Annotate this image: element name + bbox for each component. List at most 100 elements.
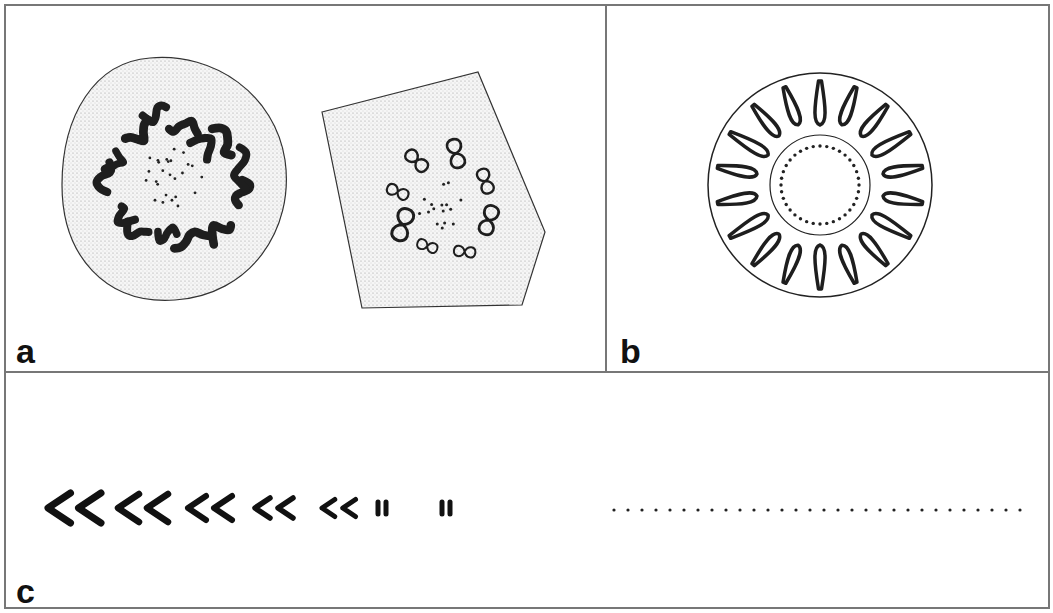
- microchromosome: [812, 222, 815, 225]
- ring-outline: [708, 73, 932, 297]
- chromosome: [234, 147, 246, 188]
- microchromosome: [805, 220, 808, 223]
- microchromosome: [440, 204, 443, 207]
- divider: [5, 371, 1049, 373]
- bivalent: [385, 182, 410, 201]
- bivalent: [416, 238, 439, 254]
- chromosome-arm: [869, 129, 912, 160]
- microchromosome: [836, 508, 839, 511]
- chromosome: [837, 243, 860, 284]
- divider: [605, 5, 607, 372]
- microchromosome: [785, 164, 788, 167]
- microchromosome: [818, 222, 821, 225]
- microchromosome: [165, 158, 168, 161]
- chromosome-pair: [118, 494, 139, 522]
- microchromosome: [432, 207, 435, 210]
- chromosome: [717, 191, 758, 208]
- chromosome-arm: [857, 102, 890, 139]
- bivalent: [453, 245, 476, 258]
- microchromosome: [948, 508, 951, 511]
- microchromosome: [418, 212, 421, 215]
- bivalent-loop: [453, 245, 476, 258]
- microchromosome: [852, 164, 855, 167]
- microchromosome: [766, 508, 769, 511]
- panel-letter: c: [16, 574, 35, 608]
- chromosome-pair: [214, 496, 232, 520]
- chromosome-arm: [780, 86, 803, 127]
- panel-letter: b: [620, 334, 641, 368]
- chromosome-arm: [869, 211, 912, 242]
- microchromosome: [808, 508, 811, 511]
- microchromosome: [191, 164, 194, 167]
- microchromosome: [430, 203, 433, 206]
- chromosome: [727, 129, 770, 160]
- chromosome-pair: [448, 502, 453, 514]
- chromosome-pair: [440, 502, 445, 514]
- microchromosome: [200, 176, 203, 179]
- microchromosome: [838, 150, 841, 153]
- microchromosome: [173, 148, 176, 151]
- bivalent: [403, 147, 430, 174]
- chromosome: [780, 243, 803, 284]
- chromosome: [749, 102, 782, 139]
- chromosome-pair: [343, 500, 356, 517]
- chromosome-arm: [749, 102, 782, 139]
- microchromosome: [724, 508, 727, 511]
- microchromosome: [799, 150, 802, 153]
- microchromosome: [443, 222, 446, 225]
- microchromosome: [857, 190, 860, 193]
- microchromosome: [161, 201, 164, 204]
- microchromosome: [738, 508, 741, 511]
- chromosome-arm: [837, 243, 860, 284]
- microchromosome: [165, 194, 168, 197]
- chromosome-pair: [278, 498, 293, 518]
- chromosome-arm: [727, 211, 770, 242]
- microchromosome: [934, 508, 937, 511]
- chromosome: [815, 245, 825, 289]
- microchromosome: [850, 508, 853, 511]
- microchromosome: [779, 183, 782, 186]
- chromosome: [117, 206, 135, 223]
- chromosome-arm: [882, 191, 923, 208]
- chromosomes: [48, 81, 1022, 523]
- microchromosome: [452, 222, 455, 225]
- microchromosome: [780, 508, 783, 511]
- microchromosome: [612, 508, 615, 511]
- microchromosome: [857, 177, 860, 180]
- microchromosome: [194, 191, 197, 194]
- microchromosome: [848, 158, 851, 161]
- panel-letter: a: [16, 334, 35, 368]
- microchromosome: [788, 158, 791, 161]
- microchromosome: [780, 177, 783, 180]
- microchromosome: [174, 177, 177, 180]
- microchromosome: [696, 508, 699, 511]
- chromosome-arm: [780, 243, 803, 284]
- chromosome: [882, 162, 923, 179]
- microchromosome: [793, 213, 796, 216]
- microchromosome: [187, 163, 190, 166]
- microchromosome: [182, 151, 185, 154]
- bivalent: [476, 167, 496, 195]
- chromosome-arm: [857, 231, 890, 268]
- chromosome-pair: [79, 493, 102, 523]
- cell-outline: [62, 57, 286, 300]
- chromosome: [815, 81, 825, 125]
- microchromosome: [990, 508, 993, 511]
- microchromosome: [181, 172, 184, 175]
- microchromosome: [782, 170, 785, 173]
- microchromosome: [855, 197, 858, 200]
- microchromosome: [423, 198, 426, 201]
- chromosome-pair: [48, 493, 71, 523]
- bivalent-loop: [385, 182, 410, 201]
- bivalent-loop: [390, 207, 416, 243]
- chromosome: [780, 86, 803, 127]
- microchromosome: [154, 199, 157, 202]
- microchromosome: [843, 153, 846, 156]
- bivalent: [390, 207, 416, 243]
- bivalent-loop: [477, 204, 500, 237]
- chromosome-arm: [815, 81, 825, 125]
- microchromosome: [145, 179, 148, 182]
- chromosome-arm: [717, 191, 758, 208]
- chromosome-arm: [717, 162, 758, 179]
